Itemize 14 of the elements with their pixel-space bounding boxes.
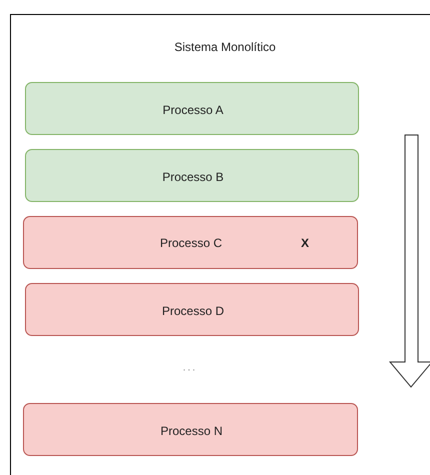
process-label: Processo A xyxy=(162,102,224,116)
container-title: Sistema Monolítico xyxy=(174,40,276,54)
process-box xyxy=(25,82,359,135)
process-box xyxy=(25,149,359,202)
process-box xyxy=(23,403,358,456)
failure-mark: X xyxy=(301,236,309,250)
system-container xyxy=(10,14,430,475)
process-box xyxy=(25,283,359,336)
process-label: Processo C xyxy=(160,236,222,250)
process-label: Processo N xyxy=(160,424,223,438)
process-label: Processo B xyxy=(162,170,224,184)
process-label: Processo D xyxy=(162,304,224,318)
process-box xyxy=(23,216,358,269)
ellipsis-text: ... xyxy=(182,362,198,374)
